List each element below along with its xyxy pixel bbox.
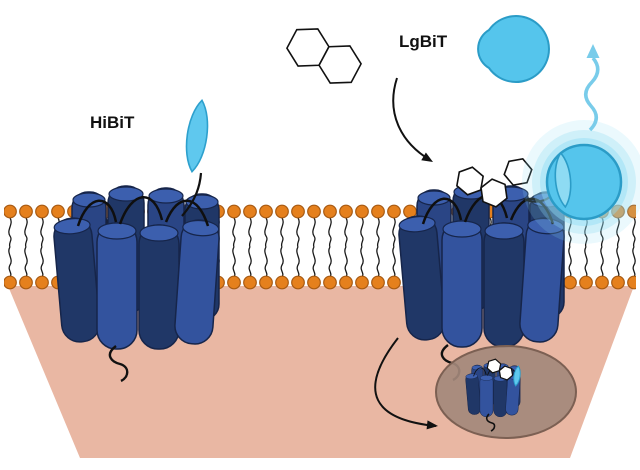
substrate-hexagon [456,166,484,196]
substrate-hexagon [318,45,362,84]
mini-substrate-hexagon [498,365,514,381]
substrate-hexagon [480,178,508,208]
complemented-hibit-lens [554,151,572,209]
lgbit-label: LgBiT [399,32,448,51]
hibit-linker [181,172,203,217]
luminescence-arrowhead [586,44,600,58]
mini-hibit-lens [513,365,521,387]
internalization-arrow [374,337,438,430]
left-receptor-bundle [51,184,222,351]
internalization-arrowhead [426,420,438,430]
endosome-group [435,345,577,439]
complemented-hibit-shape [554,151,572,209]
mini-receptor-tail [485,413,496,432]
luciferase-complex [522,44,640,244]
mini-hibit-shape [513,365,521,387]
hibit-label: HiBiT [90,113,135,132]
mini-substrate-hexagon [486,358,502,374]
left-receptor-group: HiBiT [51,99,222,383]
lgbit-binding-arrow [392,77,433,162]
lgbit-binding-arrow-line [392,77,431,161]
internalization-arrow-line [374,337,437,427]
luminescence-arrow-line [584,56,600,132]
hibit-tag-shape [185,99,209,173]
lgbit-pacman-shape [477,15,550,83]
left-receptor-cterm-tail [108,345,129,383]
substrate-hexagons [286,28,362,84]
lgbit-binding-arrowhead [421,152,433,162]
hibit-tag-lens [185,99,209,173]
substrate-hexagon [503,157,533,187]
